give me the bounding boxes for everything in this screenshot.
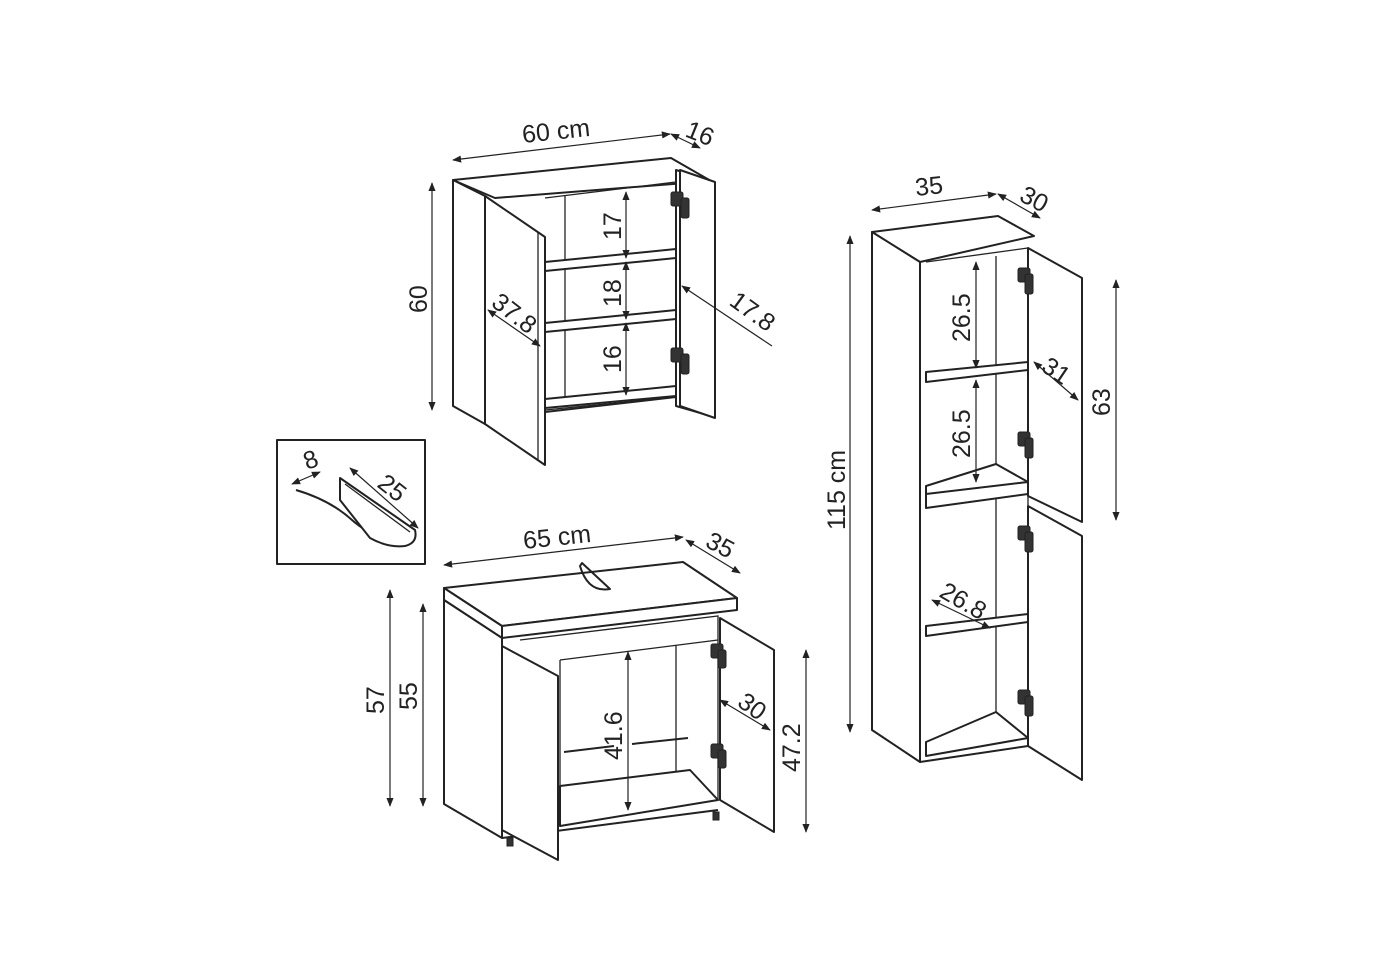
wall-cabinet-middle-compartment-label: 18 — [599, 279, 627, 307]
handle-width-label: 8 — [299, 445, 322, 476]
tall-cabinet-inner-width-label: 26.8 — [935, 577, 991, 626]
vanity-unit: 65 cm 35 57 55 41.6 30 47.2 — [362, 520, 810, 861]
tall-cabinet-middle-compartment-label: 26.5 — [948, 409, 976, 458]
wall-cabinet-height-label: 60 — [405, 285, 433, 313]
wall-cabinet-top-compartment-label: 17 — [599, 212, 627, 240]
tall-cabinet-drawing — [871, 215, 1083, 781]
tall-cabinet-door-height-label: 63 — [1088, 388, 1116, 416]
vanity-door-height-label: 47.2 — [778, 723, 806, 772]
tall-cabinet-height-label: 115 cm — [823, 450, 851, 530]
vanity-inner-height-label: 41.6 — [600, 711, 628, 760]
vanity-total-height-label: 57 — [362, 686, 390, 714]
tall-cabinet-top-compartment-label: 26.5 — [948, 293, 976, 342]
vanity-width-label: 65 cm — [522, 520, 593, 555]
handle-detail: 8 25 — [276, 439, 426, 565]
wall-cabinet-bottom-compartment-label: 16 — [599, 345, 627, 373]
vanity-depth-label: 35 — [701, 527, 739, 565]
handle-detail-frame — [276, 439, 426, 565]
vanity-unit-drawing — [443, 561, 775, 861]
wall-cabinet-depth-label: 16 — [682, 116, 718, 152]
tall-cabinet-width-label: 35 — [914, 171, 945, 202]
wall-cabinet-door-depth-label: 17.8 — [724, 286, 780, 337]
handle-length-label: 25 — [372, 469, 411, 508]
wall-cabinet: 60 cm 16 60 17 18 16 37.8 17.8 — [405, 114, 780, 466]
tall-cabinet: 35 30 115 cm 26.5 26.5 26.8 31 63 — [823, 171, 1120, 781]
vanity-body-height-label: 55 — [395, 682, 423, 710]
tall-cabinet-depth-label: 30 — [1015, 181, 1053, 219]
wall-cabinet-width-label: 60 cm — [521, 114, 592, 149]
